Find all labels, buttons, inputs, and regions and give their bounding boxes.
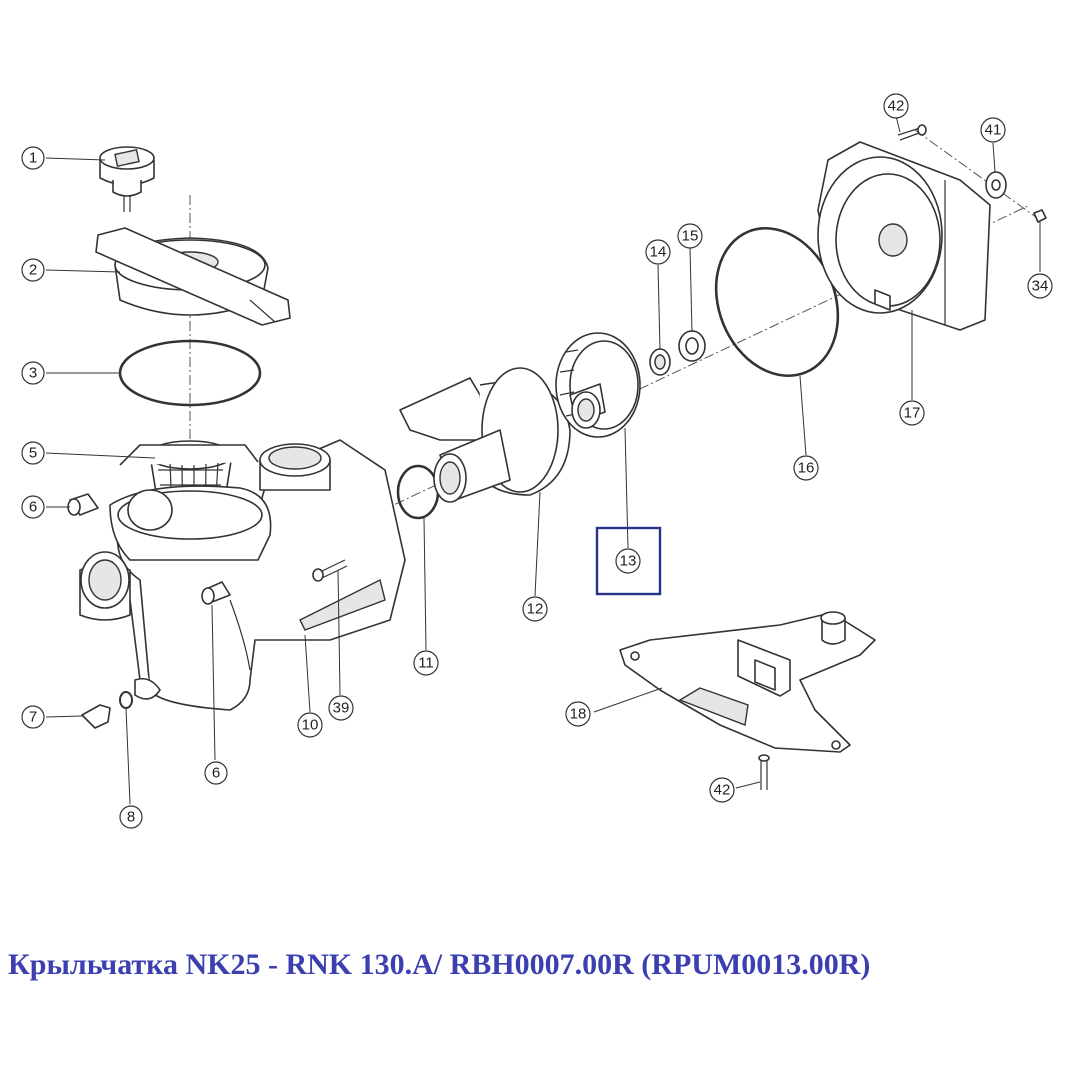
part-drain-screw <box>81 704 111 729</box>
svg-text:39: 39 <box>333 700 350 717</box>
callout-17: 17 <box>899 400 925 426</box>
callout-8: 8 <box>119 805 143 829</box>
svg-text:42: 42 <box>888 98 905 115</box>
svg-text:14: 14 <box>650 244 667 261</box>
part-pump-housing <box>79 439 406 711</box>
part-nut <box>1033 209 1047 223</box>
part-impeller <box>555 332 641 438</box>
svg-text:42: 42 <box>714 782 731 799</box>
callout-18: 18 <box>565 701 591 727</box>
svg-text:6: 6 <box>29 499 37 516</box>
svg-text:5: 5 <box>29 445 37 462</box>
svg-text:6: 6 <box>212 765 220 782</box>
callout-1: 1 <box>21 146 45 170</box>
part-housing-bolt <box>312 559 348 582</box>
part-caption: Крыльчатка NK25 - RNK 130.A/ RBH0007.00R… <box>8 948 871 981</box>
part-bolt-top <box>897 124 927 141</box>
svg-text:11: 11 <box>418 655 434 672</box>
svg-text:8: 8 <box>127 809 135 826</box>
svg-text:10: 10 <box>302 717 319 734</box>
callout-42-bottom: 42 <box>709 777 735 803</box>
svg-text:7: 7 <box>29 709 37 726</box>
part-drain-plug-upper <box>67 493 99 516</box>
callout-13: 13 <box>615 548 641 574</box>
callout-11: 11 <box>413 650 439 676</box>
part-lid <box>95 227 291 326</box>
svg-text:12: 12 <box>527 601 544 618</box>
callout-41: 41 <box>980 117 1006 143</box>
part-knob <box>99 146 155 212</box>
svg-text:2: 2 <box>29 262 37 279</box>
svg-text:41: 41 <box>985 122 1002 139</box>
callout-42-top: 42 <box>883 93 909 119</box>
svg-text:15: 15 <box>682 228 699 245</box>
part-washer <box>985 171 1007 199</box>
part-drain-oring <box>119 691 133 709</box>
svg-text:16: 16 <box>798 460 815 477</box>
callout-39: 39 <box>328 695 354 721</box>
callout-15: 15 <box>677 223 703 249</box>
callout-16: 16 <box>793 455 819 481</box>
part-bolt-bottom <box>758 754 770 790</box>
svg-text:3: 3 <box>29 365 37 382</box>
callout-2: 2 <box>21 258 45 282</box>
part-diffuser-oring <box>396 464 440 520</box>
svg-text:17: 17 <box>904 405 921 422</box>
callout-12: 12 <box>522 596 548 622</box>
callout-3: 3 <box>21 361 45 385</box>
svg-text:18: 18 <box>570 706 587 723</box>
callout-5: 5 <box>21 441 45 465</box>
callout-10: 10 <box>297 712 323 738</box>
callout-6-lower: 6 <box>204 761 228 785</box>
part-diffuser <box>399 367 571 503</box>
part-motor-base <box>619 611 876 753</box>
part-seal <box>649 348 671 376</box>
callout-34: 34 <box>1027 273 1053 299</box>
part-seal-plate <box>817 141 991 331</box>
part-drain-plug-lower <box>201 581 231 605</box>
callout-6-upper: 6 <box>21 495 45 519</box>
highlight-box-part-13 <box>595 526 662 596</box>
callout-7: 7 <box>21 705 45 729</box>
svg-text:1: 1 <box>29 150 37 167</box>
svg-text:13: 13 <box>620 553 637 570</box>
svg-text:34: 34 <box>1032 278 1049 295</box>
part-seal-seat <box>678 330 706 362</box>
callout-14: 14 <box>645 239 671 265</box>
